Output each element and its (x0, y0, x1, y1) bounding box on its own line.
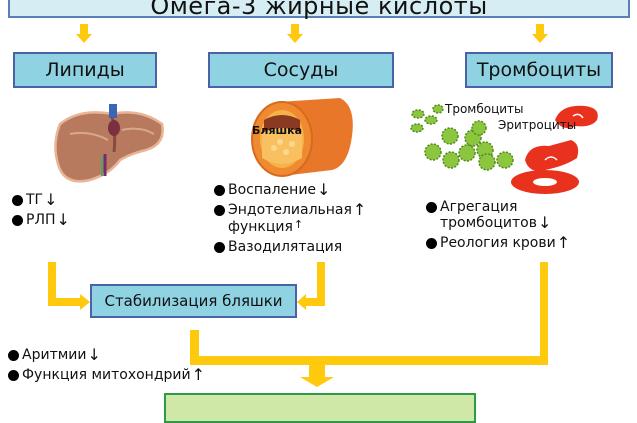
effect-text: тромбоцитов (440, 215, 537, 231)
category-lipids-label: Липиды (45, 59, 125, 81)
vessels-effect-item: Воспаление ↓ (214, 180, 366, 199)
effect-text: Воспаление (228, 182, 317, 198)
title-box: Омега-3 жирные кислоты (8, 0, 630, 20)
effect-text: Реология крови (440, 235, 556, 252)
arrow-up-icon: ↑ (352, 200, 367, 220)
vessels-effect-item: Эндотелиальная ↑ (214, 200, 367, 220)
bullet-icon (214, 185, 225, 196)
effect-text: Эндотелиальная (228, 202, 352, 219)
arrow-down-icon: ↓ (537, 213, 552, 232)
category-vessels-label: Сосуды (263, 59, 339, 81)
heart-effects-list: Аритмии ↓ Функция митохондрий ↑ (8, 345, 206, 389)
stabilization-label: Стабилизация бляшки (104, 292, 283, 310)
platelets-effect-item: Агрегация (426, 200, 570, 214)
arrow-down-icon: ↓ (87, 345, 101, 364)
vessels-effect-item: Вазодилятация (214, 240, 366, 254)
effect-text: функция (228, 218, 293, 235)
liver-icon (54, 104, 164, 183)
heart-effect-item: Функция митохондрий ↑ (8, 365, 206, 385)
category-vessels: Сосуды (208, 52, 394, 88)
outcome-box (164, 393, 476, 423)
bullet-icon (12, 215, 23, 227)
category-lipids: Липиды (13, 52, 157, 88)
arrow-up-icon: ↑ (293, 217, 304, 231)
effect-text: Функция митохондрий (22, 367, 191, 384)
bullet-icon (214, 241, 225, 253)
platelets-label: Тромбоциты (445, 102, 524, 116)
lipids-effect-item: РЛП ↓ (12, 210, 70, 230)
platelets-effect-item: Реология крови ↑ (426, 233, 571, 253)
bullet-icon (214, 205, 225, 217)
effect-text: РЛП (26, 212, 56, 229)
heart-effect-item: Аритмии ↓ (8, 345, 205, 364)
bullet-icon (8, 350, 19, 361)
effect-text: ТГ (26, 192, 44, 208)
bullet-icon (8, 370, 19, 382)
platelets-effects-list: Агрегация тромбоцитов ↓ Реология крови ↑ (426, 200, 570, 257)
category-platelets-label: Тромбоциты (476, 59, 602, 81)
arrow-down-icon: ↓ (44, 190, 58, 209)
bullet-icon (426, 238, 437, 250)
title-text: Омега-3 жирные кислоты (150, 0, 488, 20)
arrow-down-icon: ↓ (317, 180, 331, 199)
bullet-icon (12, 195, 23, 206)
effect-text: Аритмии (22, 347, 87, 363)
vessels-effects-list: Воспаление ↓ Эндотелиальная ↑ функция ↑ … (214, 180, 367, 260)
arrow-up-icon: ↑ (556, 233, 571, 253)
platelets-cluster (410, 104, 514, 171)
lipids-effect-item: ТГ ↓ (12, 190, 70, 209)
vessels-effect-item-continued: функция ↑ (214, 217, 366, 235)
bullet-icon (426, 202, 437, 213)
blood-cells-icon (410, 104, 598, 194)
arrow-down-icon: ↓ (56, 210, 70, 230)
artery-plaque-icon (251, 98, 353, 177)
erythrocytes-label: Эритроциты (498, 118, 577, 132)
effect-text: Вазодилятация (228, 238, 343, 255)
plaque-label: Бляшка (252, 124, 303, 137)
platelets-effect-item-continued: тромбоцитов ↓ (426, 213, 570, 232)
stabilization-box: Стабилизация бляшки (90, 284, 297, 318)
category-platelets: Тромбоциты (465, 52, 613, 88)
arrow-up-icon: ↑ (191, 365, 206, 385)
lipids-effects-list: ТГ ↓ РЛП ↓ (12, 190, 70, 234)
effect-text: Агрегация (440, 199, 518, 215)
